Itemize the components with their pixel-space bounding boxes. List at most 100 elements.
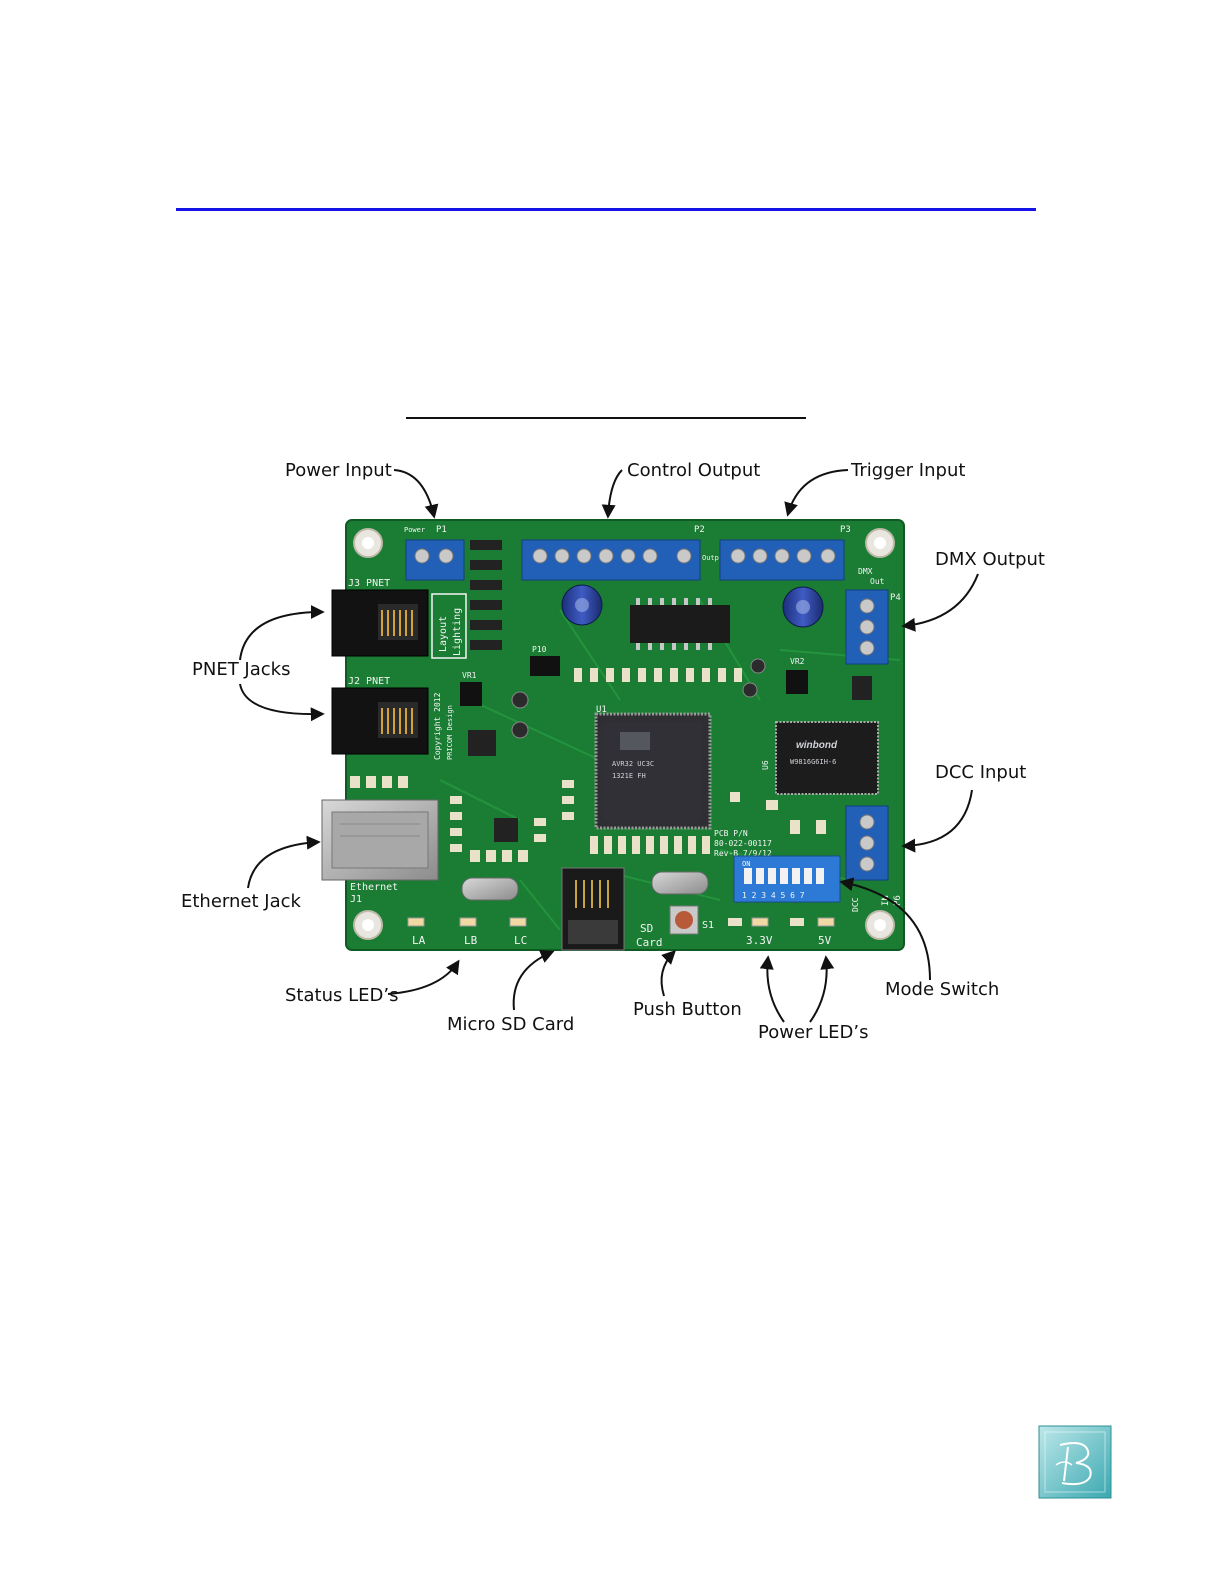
capacitor-c12 <box>782 586 824 628</box>
pricom-silk-text: PRICOM Design <box>446 705 454 760</box>
crystal-x2 <box>651 871 709 895</box>
p6-label: P6 <box>893 895 903 906</box>
pnet-jack-j3 <box>331 589 429 657</box>
sd-silk-label: SD <box>640 922 653 935</box>
callout-mode-switch: Mode Switch <box>885 979 999 1000</box>
callout-power-input: Power Input <box>285 460 392 481</box>
sdram-u6: winbond W9816G6IH-6 <box>775 721 879 795</box>
callout-micro-sd-card: Micro SD Card <box>447 1014 574 1035</box>
status-led-la <box>407 917 425 927</box>
pcb-pn-label: PCB P/N <box>714 829 748 838</box>
lc-silk-label: LC <box>514 934 527 947</box>
dip-on-label: ON <box>742 860 750 868</box>
power-terminal-block <box>405 539 465 581</box>
db-monogram-logo <box>1038 1425 1112 1499</box>
u6-label: U6 <box>761 760 770 770</box>
p10-label: P10 <box>532 645 547 654</box>
regulator-vr1 <box>460 682 482 706</box>
callout-power-leds: Power LED’s <box>758 1022 869 1043</box>
copyright-silk-text: Copyright 2012 <box>433 692 442 760</box>
small-capacitors <box>511 658 766 739</box>
callout-arrows <box>239 469 979 1023</box>
arrow-control-output <box>601 469 623 519</box>
arrow-power-input <box>393 469 439 519</box>
arrow-trigger-input <box>784 469 849 517</box>
ethernet-silk-label: Ethernet <box>350 882 398 893</box>
mounting-hole-tr <box>865 528 895 558</box>
lb-silk-label: LB <box>464 934 478 947</box>
phy-chip-u5 <box>494 818 518 842</box>
ic-u3 <box>852 676 872 700</box>
s1-silk-label: S1 <box>702 920 714 931</box>
p1-label: P1 <box>436 525 447 535</box>
svg-text:1321E FH: 1321E FH <box>612 772 646 780</box>
power-led-3v3 <box>751 917 769 927</box>
arrow-push-button <box>660 950 676 997</box>
arrow-power-led-3v3 <box>759 955 785 1023</box>
mounting-hole-tl <box>353 528 383 558</box>
arrow-pnet-jack-lower <box>239 683 325 722</box>
regulator-vr2 <box>786 670 808 694</box>
crystal-x1 <box>461 877 519 901</box>
arrow-dcc-input <box>901 789 973 853</box>
arrow-status-leds <box>387 959 460 995</box>
card-silk-label: Card <box>636 936 663 949</box>
p2-label: P2 <box>694 525 705 535</box>
callout-control-output: Control Output <box>627 460 760 481</box>
vr1-label: VR1 <box>462 671 477 680</box>
pnet-jack-j2 <box>331 687 429 755</box>
passives-middle <box>590 792 826 854</box>
svg-text:AVR32 UC3C: AVR32 UC3C <box>612 760 654 768</box>
mounting-hole-bl <box>353 910 383 940</box>
out-silk-label: Out <box>870 577 885 586</box>
dmx-silk-label: DMX <box>858 567 873 576</box>
status-led-lc <box>509 917 527 927</box>
pcb-number-label: 80-022-00117 <box>714 839 772 848</box>
output-silk-label: Output <box>702 554 727 562</box>
ic-u4 <box>468 730 496 756</box>
passives-left <box>350 776 574 862</box>
callout-push-button: Push Button <box>633 999 742 1020</box>
in-silk-label: IN <box>881 895 891 906</box>
dmx-output-terminal-block <box>845 589 889 665</box>
callout-ethernet-jack: Ethernet Jack <box>181 891 301 912</box>
arrow-micro-sd-card <box>512 949 555 1011</box>
vr2-label: VR2 <box>790 657 805 666</box>
v33-silk-label: 3.3V <box>746 934 773 947</box>
v5-silk-label: 5V <box>818 934 832 947</box>
dcc-input-terminal-block <box>845 805 889 881</box>
power-silk-label: Power <box>404 526 425 534</box>
svg-text:W9816G6IH-6: W9816G6IH-6 <box>790 758 836 766</box>
dcc-silk-label: DCC <box>851 897 860 912</box>
power-led-resistors <box>728 918 804 926</box>
header-p10 <box>530 656 560 676</box>
j3-pnet-label: J3 PNET <box>348 578 390 589</box>
microcontroller-u1: AVR32 UC3C 1321E FH <box>594 712 712 830</box>
power-led-5v <box>817 917 835 927</box>
arrow-ethernet-jack <box>247 835 321 889</box>
callout-pnet-jacks: PNET Jacks <box>192 659 290 680</box>
arrow-mode-switch <box>839 877 931 981</box>
ethernet-jack <box>321 799 439 881</box>
driver-ic-u2 <box>630 598 730 650</box>
header-rule <box>176 208 1036 211</box>
arrow-pnet-jack-upper <box>239 605 325 661</box>
p3-label: P3 <box>840 525 851 535</box>
callout-trigger-input: Trigger Input <box>850 460 965 481</box>
status-led-lb <box>459 917 477 927</box>
callout-status-leds: Status LED’s <box>285 985 398 1006</box>
capacitor-c9 <box>561 584 603 626</box>
j1-silk-label: J1 <box>350 894 362 905</box>
layout-silk-text: Layout <box>438 616 449 652</box>
callout-dmx-output: DMX Output <box>935 549 1045 570</box>
arrow-power-led-5v <box>809 955 835 1023</box>
arrow-dmx-output <box>901 573 979 632</box>
pcb-board: P1 Power P2 Output <box>321 519 905 951</box>
dip-numbers-label: 1 2 3 4 5 6 7 <box>742 891 805 900</box>
lighting-silk-text: Lighting <box>452 608 463 656</box>
la-silk-label: LA <box>412 934 426 947</box>
p4-label: P4 <box>890 593 901 603</box>
callout-dcc-input: DCC Input <box>935 762 1026 783</box>
